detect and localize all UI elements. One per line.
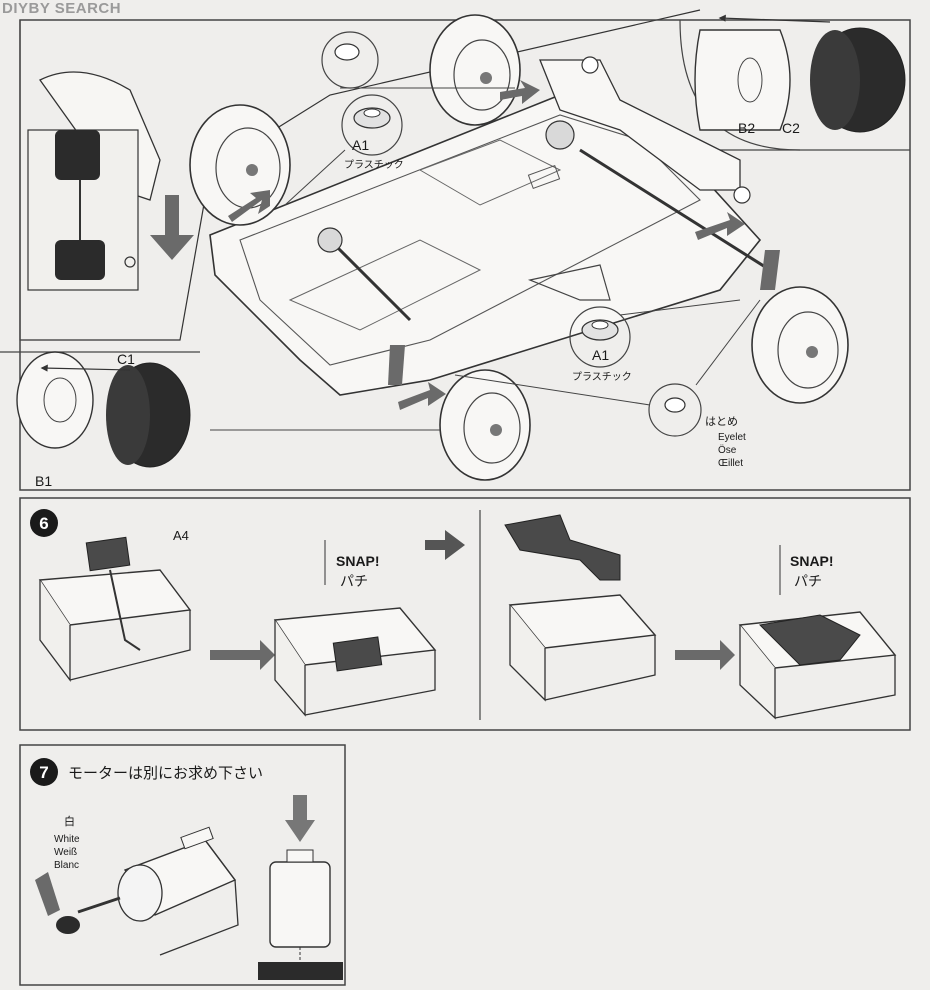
eyelet-label-jp: はとめ [705, 415, 738, 428]
step6-panel [19, 497, 911, 731]
step6-badge [30, 509, 58, 537]
part-label-c2: C2 [782, 120, 800, 136]
snap-label-2: SNAP! [790, 553, 834, 569]
insert-arrows [228, 80, 780, 410]
snap-label-1-jp: パチ [340, 574, 368, 590]
step6-arrow-2 [675, 640, 735, 670]
part-label-a4: A4 [173, 528, 189, 543]
wheel-rear-top [429, 14, 521, 126]
eyelet-label-en: Eyelet [718, 432, 746, 443]
color-label-jp: 白 [64, 814, 75, 828]
snap-label-1: SNAP! [336, 553, 380, 569]
step6-terminal-snapped [273, 540, 437, 717]
material-label-bottom: プラスチック [572, 371, 632, 383]
color-label-de: Weiß [54, 847, 77, 858]
step6-arrow-1 [210, 640, 275, 670]
step6-number: 6 [39, 514, 48, 533]
step6-terminal-before [38, 536, 192, 682]
material-label-top: プラスチック [344, 159, 404, 171]
wheel-rear-right [751, 286, 849, 404]
step7-title: モーターは別にお求め下さい [68, 764, 263, 782]
motor-illustration [77, 826, 239, 956]
part-label-a1-bottom: A1 [592, 347, 609, 363]
part-label-c1: C1 [117, 351, 135, 367]
part-label-a1-top: A1 [352, 137, 369, 153]
hand-assembly-inset [27, 71, 194, 291]
pinion-gear [35, 872, 80, 934]
color-label-en: White [54, 834, 80, 845]
step6-terminal-long-before [504, 514, 657, 702]
color-label-fr: Blanc [54, 860, 79, 871]
watermark-logo: DIYBY SEARCH [2, 0, 122, 17]
motor-install-side [258, 795, 343, 980]
part-label-b2: B2 [738, 120, 755, 136]
step7-panel [19, 744, 346, 986]
eyelet-label-fr: Œillet [718, 458, 743, 469]
tire-inset-b1-c1 [16, 351, 191, 468]
wheel-front-left [189, 104, 291, 226]
part-label-b1: B1 [35, 473, 52, 489]
tire-inset-b2-c2 [694, 14, 906, 133]
step6-next-arrow [425, 530, 465, 560]
wheel-front-bottom [439, 369, 531, 481]
step7-number: 7 [39, 763, 48, 782]
chassis [209, 56, 771, 396]
eyelet-label-de: Öse [718, 444, 737, 456]
small-parts [210, 31, 761, 437]
step6-terminal-long-snapped [738, 545, 897, 720]
step7-badge [30, 758, 58, 786]
snap-label-2-jp: パチ [794, 574, 822, 590]
